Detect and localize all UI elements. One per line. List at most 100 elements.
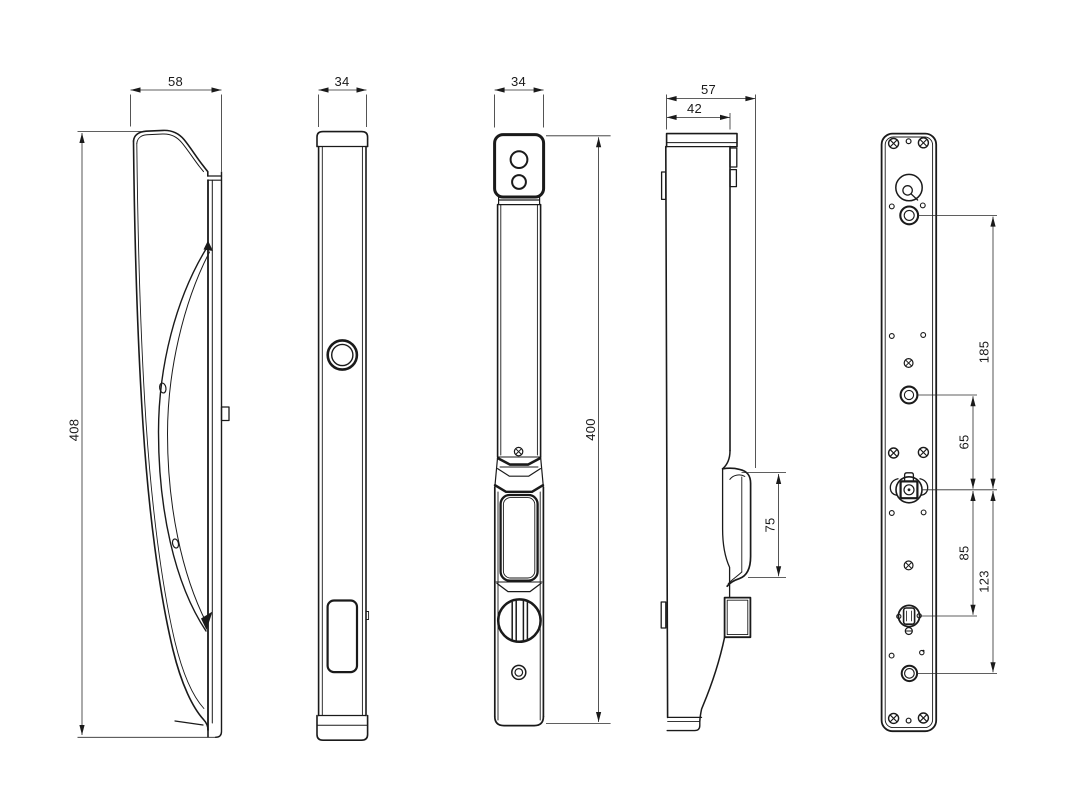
lower-spindle — [896, 604, 922, 628]
small-hole — [888, 333, 895, 339]
grip-neck-inner — [721, 468, 731, 599]
dim-label-57: 57 — [701, 82, 716, 97]
battery-cover-panel — [499, 493, 539, 582]
cylinder-ring-outer — [326, 339, 359, 371]
dim-label-185: 185 — [976, 341, 991, 364]
head-neck-lines — [497, 196, 541, 206]
plate-leader-lines — [917, 214, 997, 674]
reset-hole-outer — [511, 664, 527, 681]
lower-body-bottom — [493, 715, 545, 727]
bushing-middle — [899, 385, 919, 405]
plate-screws — [887, 137, 930, 725]
screw-icon — [917, 712, 930, 724]
dimension-57: 57 — [666, 82, 756, 468]
small-hole — [888, 652, 895, 659]
dim-label-85: 85 — [956, 545, 971, 560]
grip-bottom-inner — [727, 571, 743, 585]
bottom-fixing-hole — [900, 664, 919, 683]
grip-outer-profile — [721, 467, 752, 588]
screw-icon — [903, 560, 914, 571]
handle-plate-step — [207, 175, 223, 181]
side-tab-right-lower — [729, 168, 738, 188]
dimension-58: 58 — [130, 74, 222, 171]
side-tab-left-lower — [660, 601, 667, 629]
view-interior-body-front: 34 400 — [493, 74, 611, 727]
small-hole — [919, 649, 925, 656]
battery-cover-panel-inner — [502, 497, 536, 579]
small-hole — [920, 332, 927, 338]
main-spindle-cam — [889, 472, 929, 504]
screw-icon — [917, 137, 930, 149]
dim-label-400: 400 — [583, 418, 598, 441]
dimension-34-body: 34 — [494, 74, 544, 128]
screw-icon — [917, 446, 930, 459]
dimension-185: 185 — [976, 216, 996, 489]
bar-bottom-cap — [316, 714, 369, 741]
view-handle-front: 34 — [316, 74, 370, 741]
handle-inner-edge — [136, 143, 205, 709]
plate-inner-outline — [884, 136, 934, 729]
dimension-85: 85 — [956, 491, 976, 615]
side-bottom-edge — [666, 720, 701, 732]
dimension-65: 65 — [956, 396, 976, 489]
handle-top-cap-outer — [132, 129, 209, 177]
grip-opening-inner-arc — [167, 251, 210, 624]
small-hole — [920, 509, 927, 516]
arc-junction-top — [203, 240, 213, 251]
screw-icon — [887, 447, 900, 459]
handle-pin-hole-lower — [171, 538, 180, 549]
dimension-400: 400 — [546, 135, 611, 724]
thumbturn-grip-bars — [511, 600, 529, 641]
grip-neck-curve — [721, 449, 731, 470]
view-interior-body-side: 57 42 75 — [660, 82, 786, 732]
bar-top-cap — [316, 130, 369, 148]
side-top-cap — [665, 132, 738, 148]
side-lower-taper — [699, 636, 726, 723]
plate-outer-edge — [214, 171, 223, 738]
grip-top-inner-arc — [729, 474, 746, 480]
handle-foot-line — [174, 720, 204, 726]
view-handle-side-profile: 58 408 — [67, 74, 230, 738]
small-hole — [888, 203, 895, 210]
dim-label-75: 75 — [763, 517, 778, 532]
dim-label-34-body: 34 — [511, 74, 526, 89]
alignment-hole-top — [905, 138, 912, 145]
side-left-edge — [664, 145, 669, 719]
dimension-42: 42 — [666, 101, 731, 130]
dim-label-65: 65 — [956, 434, 971, 449]
dimension-123: 123 — [976, 491, 996, 673]
screw-upper — [513, 446, 524, 457]
bushing-upper — [899, 205, 920, 226]
dimension-75: 75 — [741, 472, 786, 578]
alignment-hole-bottom — [905, 717, 912, 724]
thumbturn-side-knob — [723, 596, 752, 639]
screw-icon — [903, 358, 914, 369]
sensor-hole-upper — [509, 150, 529, 170]
lock-cylinder — [895, 173, 923, 202]
dim-label-123: 123 — [976, 570, 991, 593]
side-tab-left-upper — [660, 171, 667, 201]
screw-icon — [887, 137, 900, 150]
edge-notch — [365, 611, 370, 620]
reset-hole-inner — [514, 668, 524, 677]
dim-label-34-handle: 34 — [334, 74, 349, 89]
handle-top-cap-inner — [136, 133, 204, 173]
dimension-34-handle: 34 — [318, 74, 367, 127]
sensor-hole-lower — [511, 174, 527, 190]
pin-dot — [922, 649, 925, 652]
handle-outer-edge — [132, 140, 209, 738]
screw-icon — [887, 712, 900, 725]
thumbturn-side-knob-inner — [726, 599, 749, 636]
plate-outline — [880, 132, 938, 733]
handle-slot-window — [326, 599, 359, 674]
sensor-head-outline — [493, 133, 546, 199]
dim-label-42: 42 — [687, 101, 702, 116]
view-mounting-plate-rear: 185 65 85 123 — [880, 132, 997, 733]
dimension-408: 408 — [67, 131, 216, 738]
slot-hole — [904, 626, 913, 636]
panel-lower-step — [495, 581, 543, 593]
side-tab-right-upper — [729, 147, 738, 168]
plate-rear-tab — [220, 406, 230, 422]
